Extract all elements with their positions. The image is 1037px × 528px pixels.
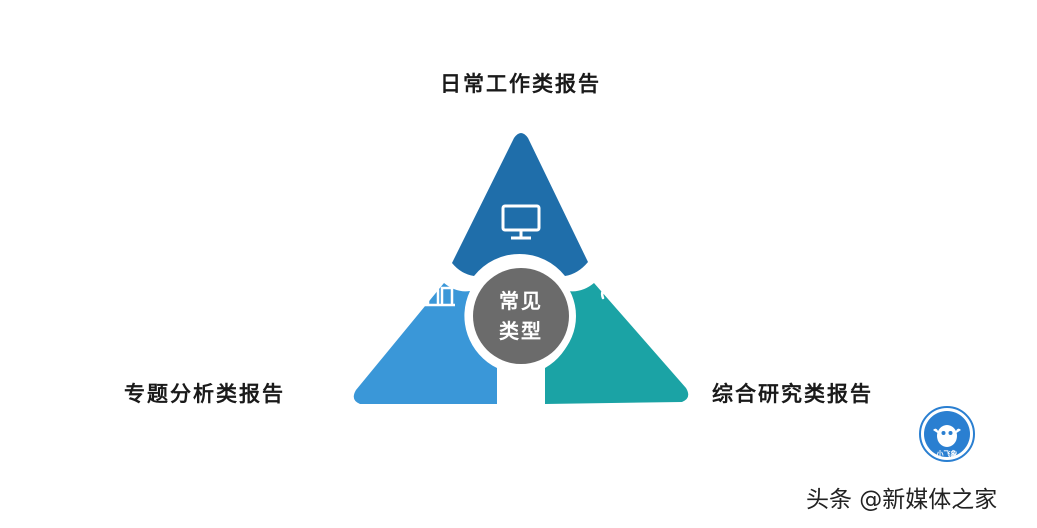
monitor-icon — [501, 204, 541, 240]
center-label: 常见 类型 — [481, 286, 561, 346]
watermark-text: 头条 @新媒体之家 — [806, 487, 998, 513]
label-comprehensive-research-report: 综合研究类报告 — [712, 382, 873, 406]
center-label-line1: 常见 — [499, 289, 543, 313]
center-circle — [473, 268, 569, 364]
segment-right — [545, 283, 689, 404]
building-icon — [425, 282, 455, 307]
wrench-icon — [600, 285, 620, 302]
label-special-analysis-report: 专题分析类报告 — [124, 382, 285, 406]
mascot-logo: 小飞象 — [919, 406, 975, 462]
segment-left — [353, 283, 497, 404]
label-daily-work-report: 日常工作类报告 — [440, 72, 601, 96]
logo-label: 小飞象 — [936, 449, 958, 458]
center-label-line2: 类型 — [499, 319, 543, 343]
